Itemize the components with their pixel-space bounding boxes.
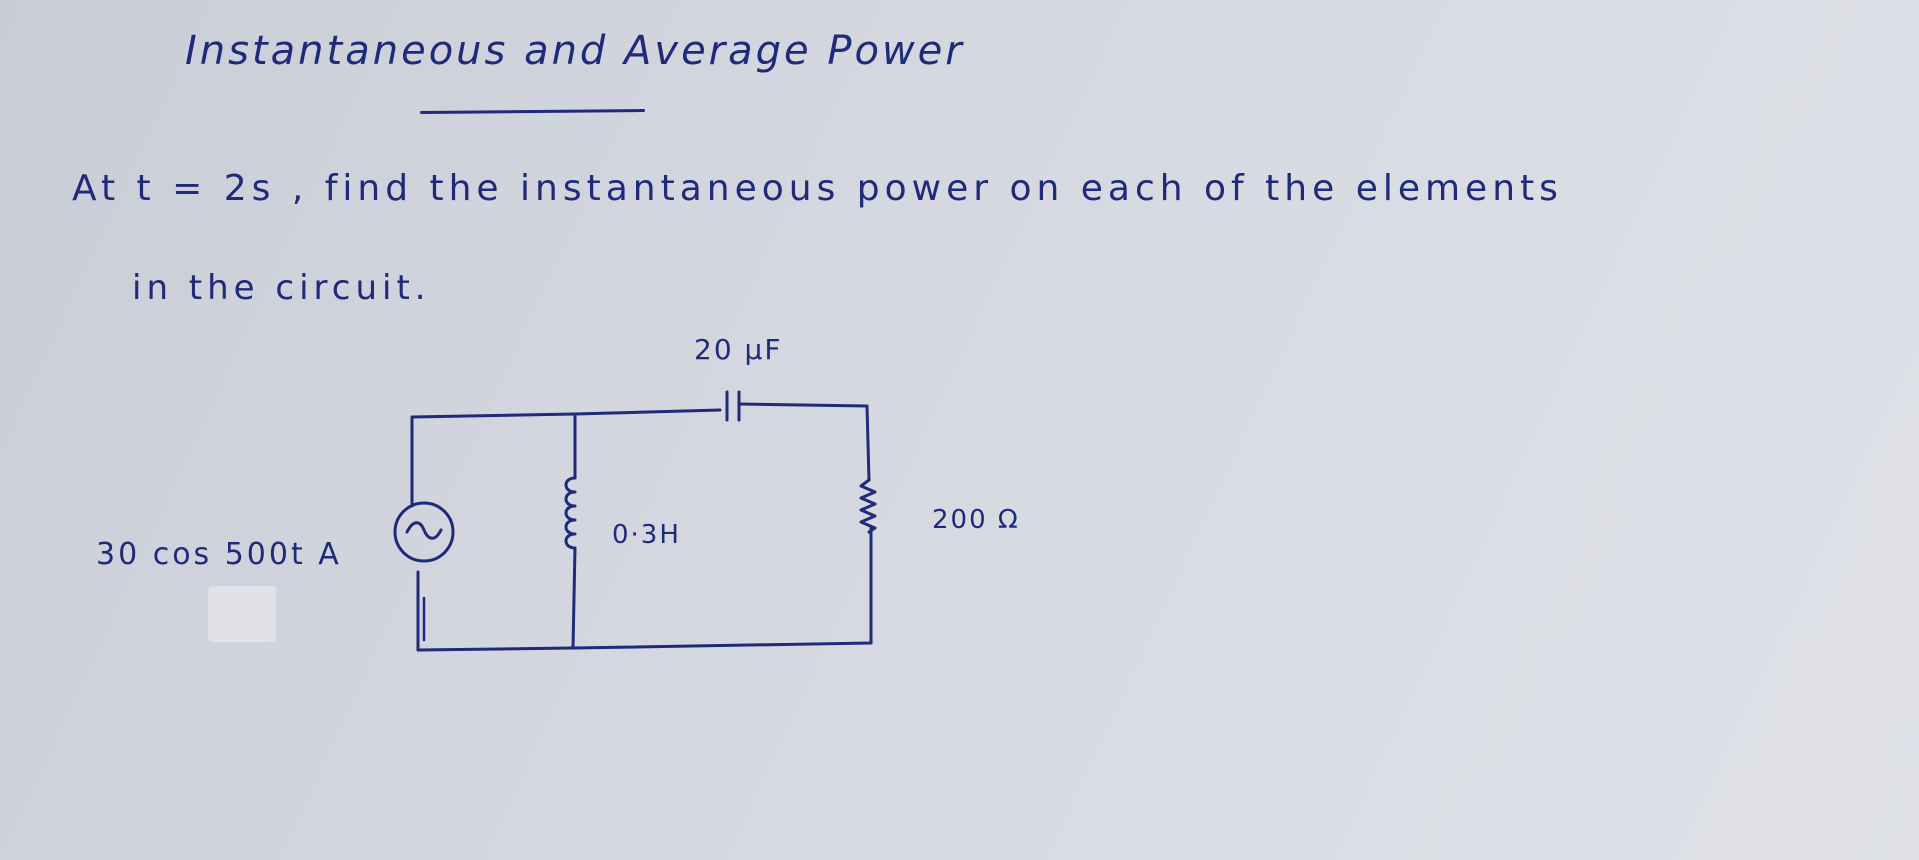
problem-statement-line-2: in the circuit. [132,268,431,308]
wire-middle-lower [571,546,577,650]
wire-right-upper [865,404,871,482]
inductor-label: 0·3H [612,520,681,550]
wire-bottom [416,641,873,652]
current-source-circle [393,501,455,563]
eraser-smudge [208,586,276,642]
problem-statement-line-1: At t = 2s , find the instantaneous power… [72,168,1563,209]
resistor-zigzag [859,478,877,534]
page-title: Instantaneous and Average Power [185,28,965,74]
wire-top-right [737,402,869,408]
capacitor-label: 20 μF [694,333,783,366]
source-sine-icon [405,521,443,540]
wire-top-left [410,408,722,419]
source-label: 30 cos 500t A [96,537,342,572]
inductor-coil [564,476,577,550]
resistor-label: 200 Ω [932,505,1020,535]
